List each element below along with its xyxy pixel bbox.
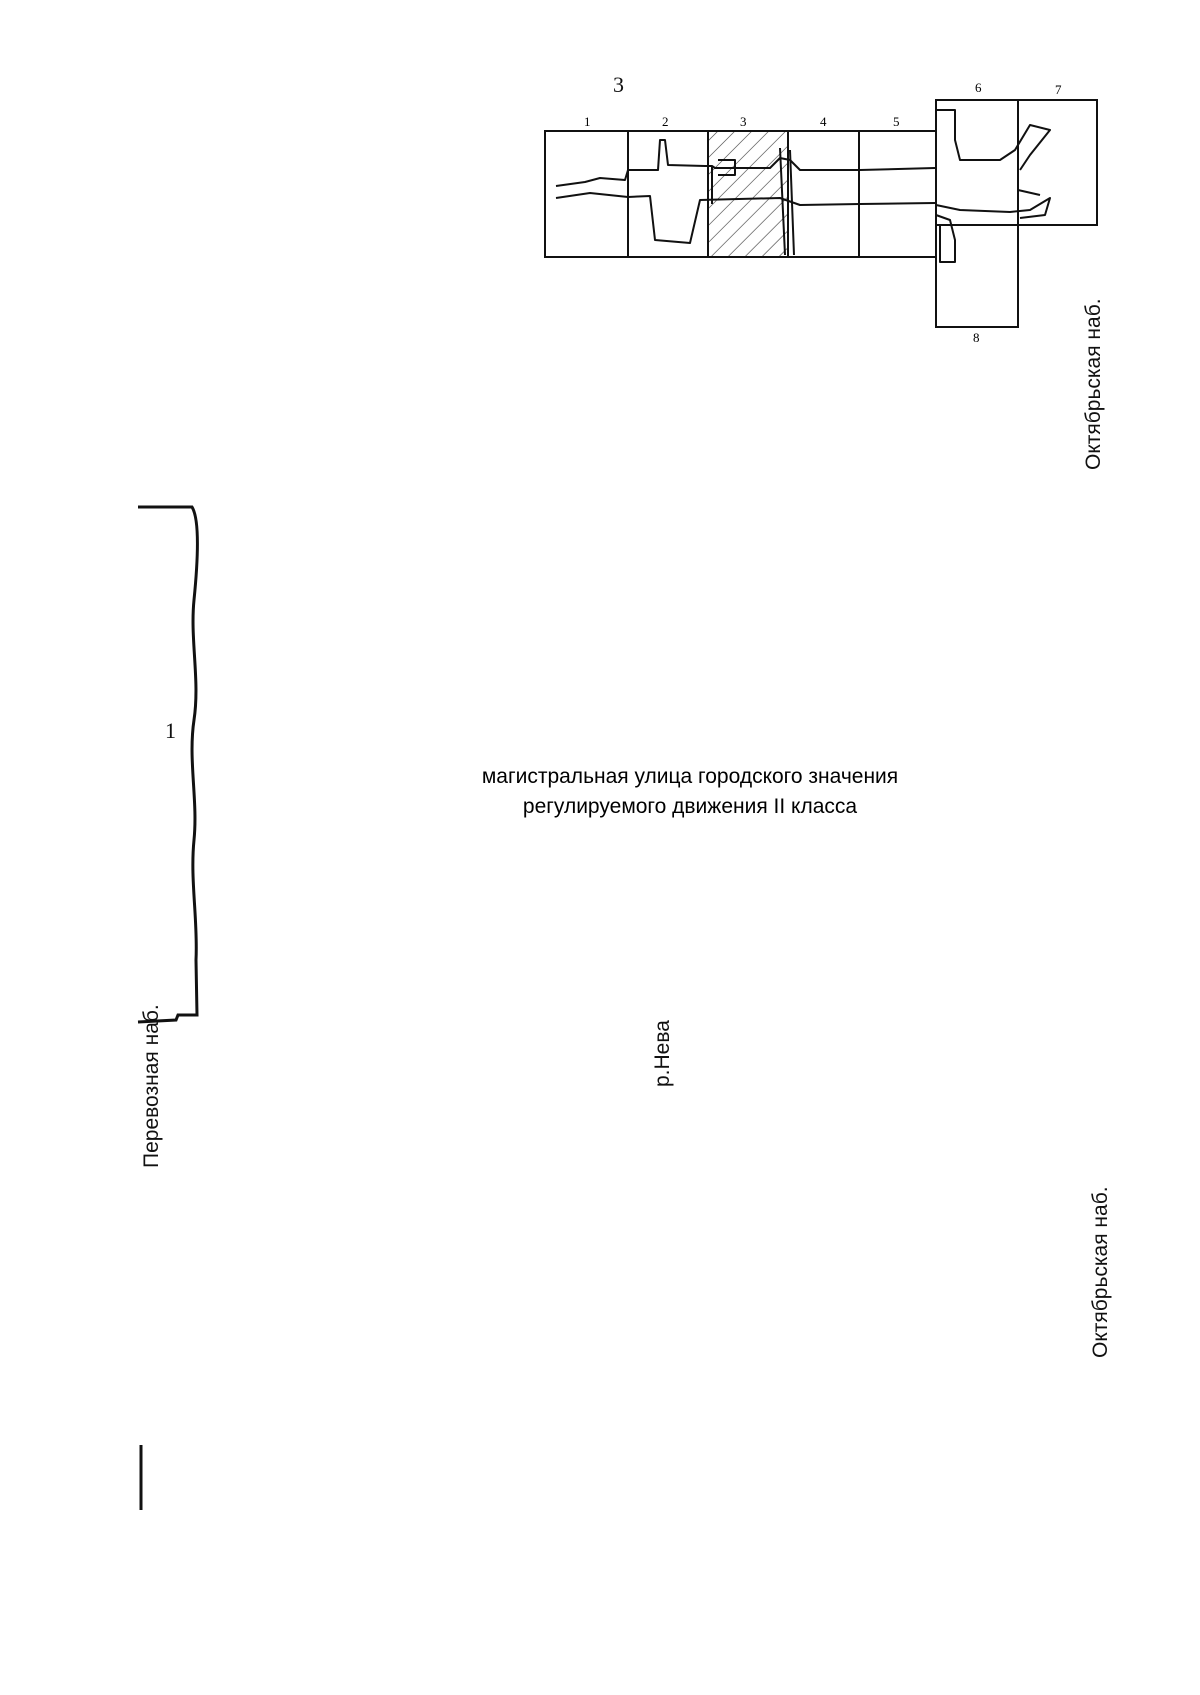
segment-3-frame xyxy=(707,130,789,258)
segment-5-frame xyxy=(858,130,937,258)
embankment-left-label: Перевозная наб. xyxy=(140,1004,163,1168)
road-class-caption: магистральная улица городского значения … xyxy=(440,762,940,822)
segment-label-7: 7 xyxy=(1055,82,1062,97)
road-outline xyxy=(555,109,1051,263)
group-1-bracket xyxy=(137,505,199,1024)
road-caption-line2: регулируемого движения II класса xyxy=(522,795,858,818)
segment-4-frame xyxy=(787,130,860,258)
embankment-right-bottom-label: Октябрьская наб. xyxy=(1089,1186,1112,1358)
segment-label-4: 4 xyxy=(820,114,827,129)
road-caption-line1: магистральная улица городского значения xyxy=(481,765,899,788)
segment-7-frame xyxy=(1017,99,1098,226)
segment-6-frame xyxy=(935,99,1019,328)
segment-label-6: 6 xyxy=(975,80,982,95)
embankment-right-top-label: Октябрьская наб. xyxy=(1082,298,1105,470)
segment-label-1: 1 xyxy=(584,114,591,129)
segment-label-2: 2 xyxy=(662,114,669,129)
segment-label-3: 3 xyxy=(740,114,747,129)
segment-strip xyxy=(544,99,1098,328)
group-3-label: 3 xyxy=(613,72,624,97)
segment-label-5: 5 xyxy=(893,114,900,129)
river-label: р.Нева xyxy=(651,1020,674,1087)
segment-label-8: 8 xyxy=(973,330,980,345)
group-1-label: 1 xyxy=(165,718,176,743)
segment-2-frame xyxy=(627,130,709,258)
